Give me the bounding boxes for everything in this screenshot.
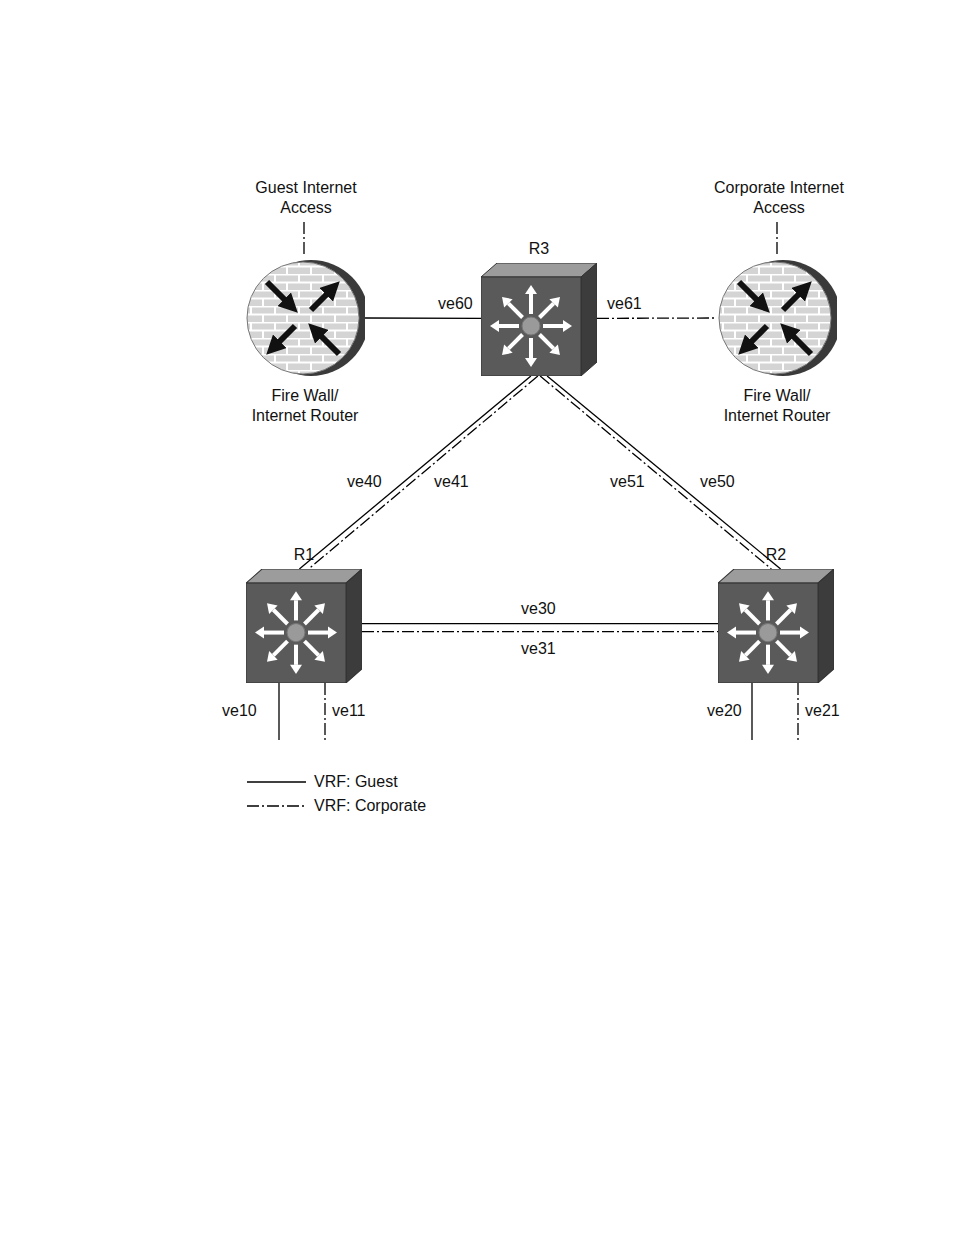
firewall-symbol <box>245 258 365 378</box>
legend-text: VRF: Guest <box>312 773 400 791</box>
vrf-corporate-link <box>597 317 717 319</box>
router-node: R1 <box>246 569 362 683</box>
vrf-guest-link <box>362 623 718 624</box>
interface-label: ve51 <box>608 473 647 491</box>
vrf-guest-link <box>299 376 531 569</box>
legend-text: VRF: Corporate <box>312 797 428 815</box>
device-caption: Fire Wall/ Internet Router <box>246 386 364 426</box>
router-node: R2 <box>718 569 834 683</box>
vrf-corporate-link <box>540 376 771 569</box>
interface-label: ve20 <box>705 702 744 720</box>
interface-label: ve61 <box>605 295 644 313</box>
vrf-corporate-link <box>362 631 718 632</box>
interface-label: ve31 <box>519 640 558 658</box>
interface-label: ve41 <box>432 473 471 491</box>
firewall-node: Fire Wall/ Internet Router <box>245 258 365 378</box>
interface-label: ve50 <box>698 473 737 491</box>
firewall-node: Fire Wall/ Internet Router <box>717 258 837 378</box>
router-name: R3 <box>481 239 597 259</box>
router-symbol <box>718 569 834 683</box>
interface-label: ve21 <box>803 702 842 720</box>
firewall-symbol <box>717 258 837 378</box>
vrf-guest-link <box>365 317 481 319</box>
router-symbol <box>246 569 362 683</box>
interface-label: ve30 <box>519 600 558 618</box>
vrf-guest-link <box>547 376 781 569</box>
device-caption: Fire Wall/ Internet Router <box>718 386 836 426</box>
cloud-label: Guest Internet Access <box>239 178 373 218</box>
vrf-corporate-link <box>309 376 538 569</box>
router-name: R1 <box>246 545 362 565</box>
interface-label: ve10 <box>220 702 259 720</box>
router-node: R3 <box>481 263 597 376</box>
cloud-label: Corporate Internet Access <box>702 178 856 218</box>
router-name: R2 <box>718 545 834 565</box>
interface-label: ve60 <box>436 295 475 313</box>
interface-label: ve11 <box>330 702 368 720</box>
router-symbol <box>481 263 597 376</box>
interface-label: ve40 <box>345 473 384 491</box>
